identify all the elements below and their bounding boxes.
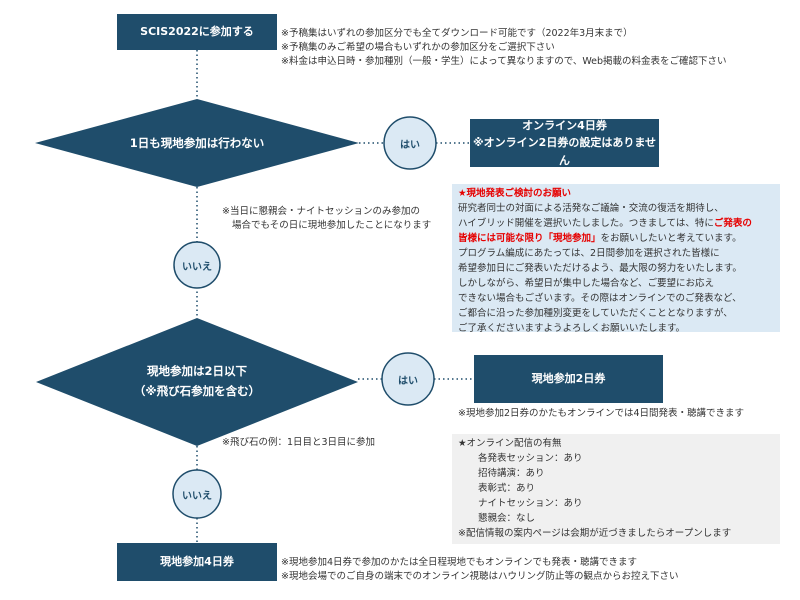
start-note-line: ※予稿集のみご希望の場合もいずれかの参加区分をご選択下さい: [281, 41, 555, 53]
online-panel-title: ★オンライン配信の有無: [458, 438, 562, 449]
online-streaming-panel: ★オンライン配信の有無 各発表セッション：あり 招待講演：あり 表彰式：あり ナ…: [452, 434, 780, 544]
decision1-note-line: 場合でもその日に現地参加したことになります: [232, 219, 432, 231]
decision2-label: 現地参加は2日以下: [146, 363, 247, 378]
no-circle-2: [172, 469, 222, 519]
decision2-note: ※飛び石の例：1日目と3日目に参加: [222, 436, 375, 450]
start-note-line: ※料金は申込日時・参加種別（一般・学生）によって異なりますので、Web掲載の料金…: [281, 55, 727, 67]
request-panel-line: 皆様には可能な限り「現地参加」をお願いしたいと考えています。: [458, 231, 774, 246]
request-panel-text: ハイブリッド開催を選択いたしました。つきましては、特に: [458, 218, 714, 229]
yes-circle-1-label-wrap: はい: [384, 131, 436, 155]
yes-label-1: はい: [400, 139, 420, 151]
no-circle-1-label-wrap: いいえ: [174, 253, 220, 277]
decision2-label-wrap: 現地参加は2日以下 （※飛び石参加を含む）: [97, 358, 297, 404]
onsite-request-panel: ★現地発表ご検討のお願い 研究者同士の対面による活発なご議論・交流の復活を期待し…: [452, 184, 780, 334]
start-note-line: ※予稿集はいずれの参加区分でも全てダウンロード可能です（2022年3月末まで）: [281, 28, 633, 39]
online-ticket-note: ※オンライン2日券の設定はありません: [472, 136, 657, 167]
no-label-2: いいえ: [182, 490, 212, 502]
twoday-ticket-title: 現地参加2日券: [531, 372, 606, 386]
fourday-notes: ※現地参加4日券で参加のかたは全日程現地でもオンラインでも発表・聴講できます ※…: [281, 556, 678, 584]
online-ticket-title: オンライン4日券: [522, 119, 607, 133]
request-panel-text: をお願いしたいと考えています。: [600, 233, 742, 244]
start-notes: ※予稿集はいずれの参加区分でも全てダウンロード可能です（2022年3月末まで） …: [281, 27, 727, 68]
online-panel-item: 懇親会：なし: [478, 513, 536, 524]
request-panel-line: 希望参加日にご発表いただけるよう、最大限の努力をいたします。: [458, 263, 742, 274]
request-panel-line: ご了承くださいますようよろしくお願いいたします。: [458, 323, 686, 334]
start-box: SCIS2022に参加する: [117, 14, 277, 50]
decision2-note-line: ※飛び石の例：1日目と3日目に参加: [222, 437, 376, 448]
decision1-note-line: ※当日に懇親会・ナイトセッションのみ参加の: [222, 206, 420, 217]
yes-circle-1: [383, 116, 437, 170]
decision2-diamond: [36, 318, 358, 446]
online-panel-item: 招待講演：あり: [478, 468, 545, 479]
request-panel-line: プログラム編成にあたっては、2日間参加を選択された皆様に: [458, 248, 720, 259]
request-panel-emphasis: 皆様には可能な限り: [458, 233, 544, 244]
online-panel-item: ナイトセッション：あり: [478, 498, 583, 509]
decision1-diamond: [35, 99, 359, 187]
no-label-1: いいえ: [182, 261, 212, 273]
fourday-note-line: ※現地参加4日券で参加のかたは全日程現地でもオンラインでも発表・聴講できます: [281, 557, 638, 568]
yes-circle-2: [381, 352, 435, 406]
decision1-label: 1日も現地参加は行わない: [129, 135, 265, 150]
decision2-sublabel: （※飛び石参加を含む）: [133, 384, 261, 398]
fourday-ticket-box: 現地参加4日券: [117, 543, 277, 581]
request-panel-emphasis-onsite: 「現地参加」: [543, 233, 601, 244]
yes-label-2: はい: [398, 375, 418, 387]
no-circle-1: [173, 241, 221, 289]
request-panel-emphasis: ご発表の: [713, 218, 752, 229]
online-panel-footer: ※配信情報の案内ページは会期が近づきましたらオープンします: [458, 528, 732, 539]
no-circle-2-label-wrap: いいえ: [173, 482, 221, 506]
request-panel-line: 研究者同士の対面による活発なご議論・交流の復活を期待し、: [458, 203, 724, 214]
request-panel-line: しかしながら、希望日が集中した場合など、ご要望にお応え: [458, 278, 715, 289]
fourday-note-line: ※現地会場でのご自身の端末でのオンライン視聴はハウリング防止等の観点からお控え下…: [281, 570, 679, 582]
twoday-note-line: ※現地参加2日券のかたもオンラインでは4日間発表・聴講できます: [458, 408, 745, 419]
request-panel-line: できない場合もございます。その際はオンラインでのご発表など、: [458, 293, 742, 304]
yes-circle-2-label-wrap: はい: [382, 367, 434, 391]
request-panel-line: ご都合に沿った参加種別変更をしていただくこととなりますが、: [458, 308, 733, 319]
twoday-note: ※現地参加2日券のかたもオンラインでは4日間発表・聴講できます: [458, 407, 744, 421]
request-panel-line: ハイブリッド開催を選択いたしました。つきましては、特にご発表の: [458, 216, 774, 231]
decision1-notes: ※当日に懇親会・ナイトセッションのみ参加の 場合でもその日に現地参加したことにな…: [222, 205, 431, 233]
dotted-connectors: [196, 50, 474, 543]
twoday-ticket-box: 現地参加2日券: [474, 355, 663, 403]
online-panel-item: 各発表セッション：あり: [478, 453, 583, 464]
decision1-label-wrap: 1日も現地参加は行わない: [97, 131, 297, 155]
online-ticket-box: オンライン4日券 ※オンライン2日券の設定はありません: [470, 119, 659, 167]
online-panel-item: 表彰式：あり: [478, 483, 536, 494]
fourday-ticket-title: 現地参加4日券: [160, 555, 234, 569]
request-panel-title: ★現地発表ご検討のお願い: [458, 188, 572, 199]
start-box-label: SCIS2022に参加する: [140, 25, 254, 39]
